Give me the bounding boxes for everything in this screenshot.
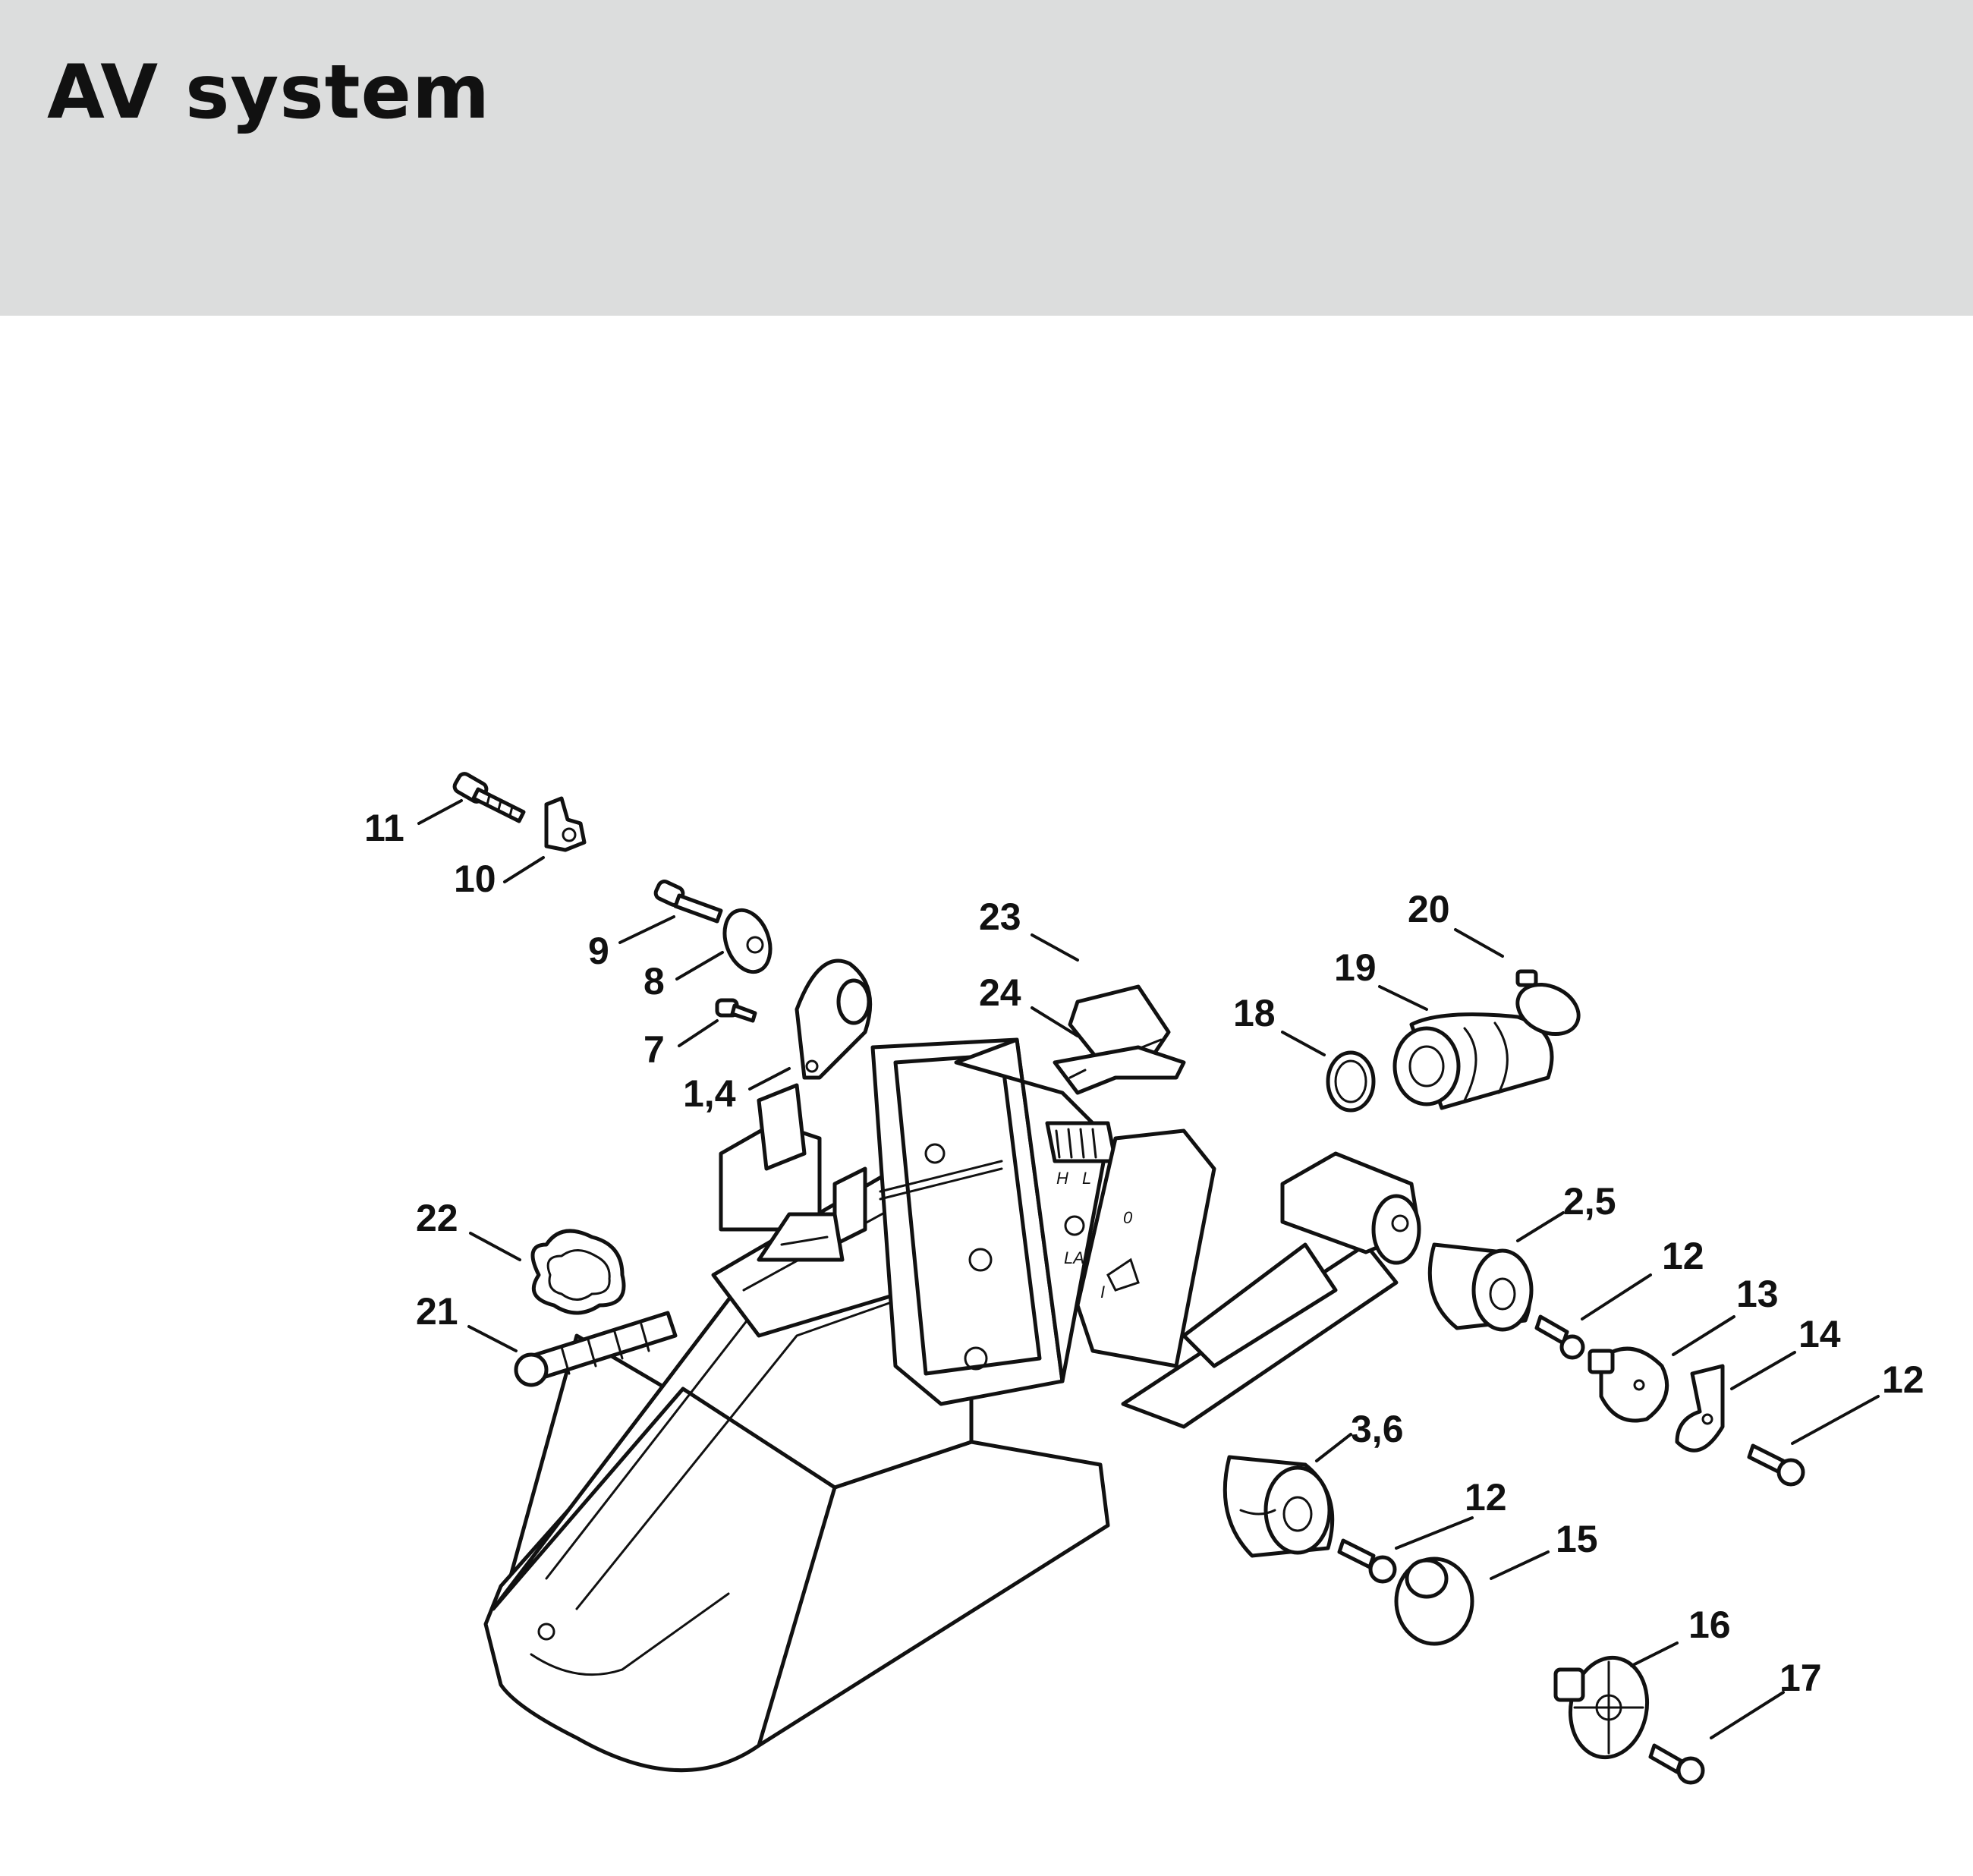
part-10-clip	[544, 796, 587, 852]
part-21-spring	[514, 1311, 678, 1387]
part-7-screw	[715, 998, 757, 1023]
callout-16: 16	[1688, 1604, 1731, 1646]
part-16-cover	[1553, 1655, 1650, 1760]
callout-17: 17	[1779, 1657, 1822, 1699]
l-mark: L	[1082, 1169, 1091, 1188]
callout-7: 7	[644, 1028, 665, 1071]
part-15-plug	[1394, 1557, 1474, 1646]
callout-22: 22	[416, 1197, 458, 1239]
callout-11: 11	[364, 807, 404, 849]
callout-12-b: 12	[1882, 1358, 1924, 1401]
callout-12-a: 12	[1662, 1235, 1704, 1277]
h-mark: H	[1056, 1169, 1068, 1188]
part-8-washer	[722, 908, 773, 974]
part-12-screw-a	[1534, 1314, 1585, 1360]
callout-14: 14	[1798, 1313, 1841, 1355]
one-mark: I	[1100, 1283, 1105, 1302]
callout-18: 18	[1233, 992, 1276, 1034]
callout-20: 20	[1408, 888, 1450, 930]
callout-9: 9	[588, 930, 609, 972]
part-18-ring	[1326, 1050, 1376, 1113]
part-9-screw	[653, 880, 723, 924]
main-housing: H L LA 0 I	[483, 1037, 1421, 1773]
part-19-manifold	[1392, 1012, 1554, 1110]
leader-lines	[417, 799, 1880, 1739]
callout-10: 10	[454, 858, 496, 900]
part-12-screw-c	[1337, 1538, 1397, 1584]
callout-15: 15	[1556, 1518, 1598, 1560]
callout-13: 13	[1736, 1273, 1779, 1315]
la-mark: LA	[1064, 1248, 1084, 1267]
zero-mark: 0	[1123, 1208, 1133, 1227]
callout-21: 21	[416, 1290, 458, 1333]
part-1-4-bracket	[795, 958, 873, 1080]
part-22-gasket	[530, 1229, 626, 1315]
header-band: AV system	[0, 0, 1973, 316]
part-13-cover	[1588, 1346, 1669, 1423]
part-2-5-buffer	[1427, 1242, 1534, 1332]
part-24-baffle	[1053, 1045, 1186, 1095]
part-14-tab	[1675, 1364, 1725, 1453]
callout-labels: 11 10 9 8 7 1,4 23 24 20 19 18 22 21 2,5…	[364, 807, 1924, 1699]
page-title: AV system	[47, 49, 491, 136]
callout-12-c: 12	[1465, 1476, 1507, 1519]
part-17-screw	[1648, 1743, 1705, 1785]
part-20-clamp	[1515, 969, 1581, 1036]
part-3-6-buffer	[1223, 1455, 1335, 1558]
callout-19: 19	[1334, 946, 1377, 989]
callout-3-6: 3,6	[1351, 1408, 1404, 1450]
callout-24: 24	[979, 971, 1021, 1014]
callout-1-4: 1,4	[683, 1072, 736, 1115]
callout-2-5: 2,5	[1563, 1180, 1616, 1223]
part-11-screw	[452, 772, 526, 823]
callout-8: 8	[644, 960, 665, 1003]
part-12-screw-b	[1747, 1443, 1805, 1487]
callout-23: 23	[979, 896, 1021, 938]
